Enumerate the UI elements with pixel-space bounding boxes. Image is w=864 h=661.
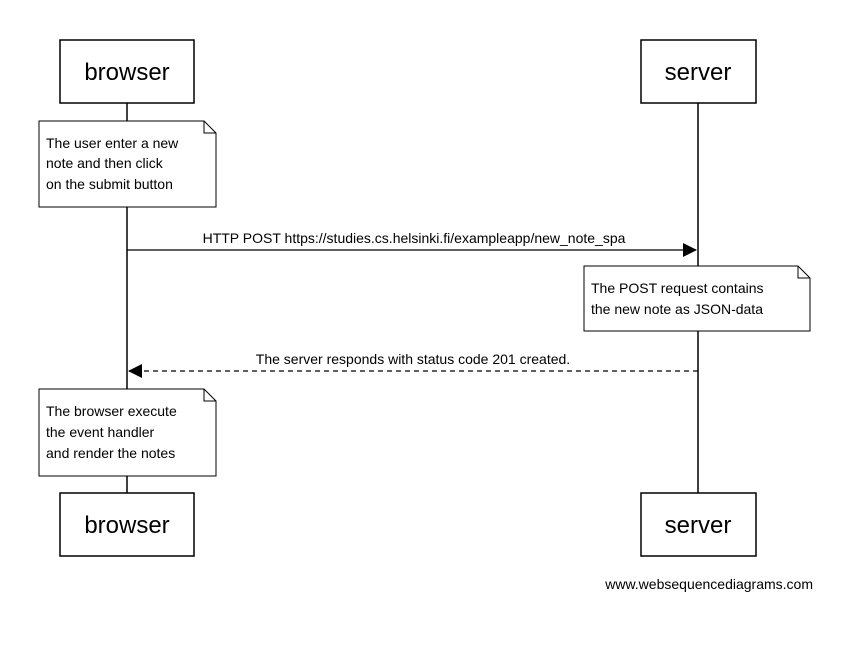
actor-server-bottom: server bbox=[640, 492, 757, 557]
note-user-action: The user enter a new note and then click… bbox=[38, 120, 217, 208]
note-line: The user enter a new bbox=[46, 135, 179, 151]
note-post-request: The POST request contains the new note a… bbox=[583, 265, 811, 332]
message-label: The server responds with status code 201… bbox=[256, 351, 570, 367]
note-browser-render: The browser execute the event handler an… bbox=[38, 388, 217, 477]
actor-label: browser bbox=[84, 59, 169, 86]
note-line: note and then click bbox=[46, 155, 164, 171]
actor-server-top: server bbox=[640, 39, 757, 104]
actor-browser-top: browser bbox=[59, 39, 195, 104]
note-line: and render the notes bbox=[46, 445, 175, 461]
message-response: The server responds with status code 201… bbox=[128, 351, 698, 378]
actor-browser-bottom: browser bbox=[59, 492, 195, 557]
message-post: HTTP POST https://studies.cs.helsinki.fi… bbox=[127, 230, 697, 257]
actor-label: server bbox=[665, 59, 732, 86]
watermark: www.websequencediagrams.com bbox=[604, 576, 813, 592]
note-line: the new note as JSON-data bbox=[591, 301, 763, 317]
actor-label: browser bbox=[84, 512, 169, 539]
actor-label: server bbox=[665, 512, 732, 539]
note-line: on the submit button bbox=[46, 176, 173, 192]
note-line: The browser execute bbox=[46, 403, 177, 419]
message-label: HTTP POST https://studies.cs.helsinki.fi… bbox=[203, 230, 626, 246]
note-line: The POST request contains bbox=[591, 280, 764, 296]
note-line: the event handler bbox=[46, 424, 155, 440]
